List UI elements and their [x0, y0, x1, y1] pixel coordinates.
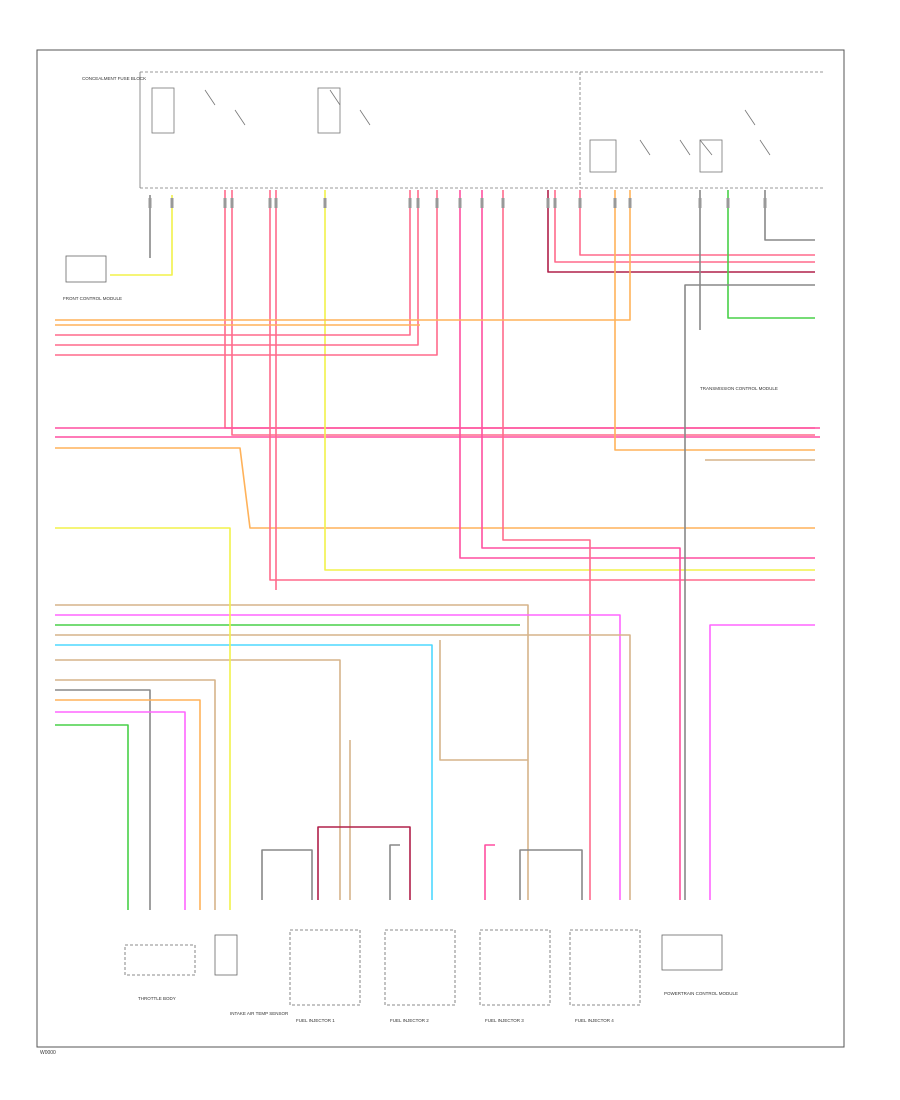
injector-1-box	[289, 929, 361, 1006]
connector-pin-18	[628, 198, 632, 208]
injector-2-box	[384, 929, 456, 1006]
footer-code: W0000	[40, 1050, 56, 1056]
connector-pin-1	[148, 198, 152, 208]
wire-16	[547, 190, 815, 273]
wire-14	[481, 190, 681, 900]
component-labels: CONCEALMENT FUSE BLOCK FRONT CONTROL MOD…	[63, 76, 778, 1023]
label-front-control-module: FRONT CONTROL MODULE	[63, 296, 122, 301]
connector-pin-15	[553, 198, 557, 208]
wire-44	[709, 624, 815, 900]
injector-3-box	[479, 929, 551, 1006]
connector-pins	[148, 198, 767, 208]
connector-pin-16	[578, 198, 582, 208]
front-control-module-box	[65, 255, 107, 283]
connector-pin-11	[458, 198, 462, 208]
connector-pin-8	[408, 198, 412, 208]
wire-36	[55, 527, 231, 910]
label-fuel-injector-3: FUEL INJECTOR 3	[485, 1018, 524, 1023]
connector-pin-12	[480, 198, 484, 208]
connector-pin-10	[435, 198, 439, 208]
wire-11	[55, 190, 438, 356]
wire-45	[684, 284, 815, 900]
connector-pin-13	[501, 198, 505, 208]
connector-pin-9	[416, 198, 420, 208]
wire-21	[727, 190, 815, 319]
connector-pin-17	[613, 198, 617, 208]
wire-13	[459, 190, 815, 559]
connector-pin-14	[546, 198, 550, 208]
wire-26	[55, 614, 621, 900]
wire-10	[55, 190, 419, 346]
label-intake-air-temp-sensor: INTAKE AIR TEMP SENSOR	[230, 1011, 289, 1016]
wire-43	[519, 849, 583, 900]
wire-8	[324, 190, 815, 571]
label-concealment-fuse-block: CONCEALMENT FUSE BLOCK	[82, 76, 146, 81]
wire-34	[55, 711, 186, 910]
connector-pin-5	[268, 198, 272, 208]
bottom-components	[124, 929, 723, 1006]
wire-41	[389, 844, 400, 900]
connector-pin-19	[698, 198, 702, 208]
wire-28	[55, 634, 631, 900]
throttle-body-box	[124, 944, 196, 976]
label-powertrain-control-module: POWERTRAIN CONTROL MODULE	[664, 991, 738, 996]
wires	[55, 190, 820, 910]
label-fuel-injector-2: FUEL INJECTOR 2	[390, 1018, 429, 1023]
wire-29	[55, 644, 433, 900]
label-fuel-injector-1: FUEL INJECTOR 1	[296, 1018, 335, 1023]
wire-6	[269, 190, 815, 581]
diagram-frame	[36, 49, 845, 1048]
injector-4-box	[569, 929, 641, 1006]
wire-17	[554, 190, 815, 263]
label-transmission-control-module: TRANSMISSION CONTROL MODULE	[700, 386, 778, 391]
connector-pin-7	[323, 198, 327, 208]
wire-18	[579, 190, 815, 256]
connector-pin-6	[274, 198, 278, 208]
label-throttle-body: THROTTLE BODY	[138, 996, 176, 1001]
relay-symbols	[151, 87, 771, 173]
connector-pin-2	[170, 198, 174, 208]
wire-15	[502, 190, 591, 900]
connector-pin-3	[223, 198, 227, 208]
wire-42	[484, 844, 495, 900]
wire-5	[55, 447, 815, 529]
wire-25	[55, 604, 529, 900]
intake-air-temp-box	[214, 934, 238, 976]
wire-20	[55, 190, 631, 321]
wire-1	[224, 190, 815, 429]
wire-35	[55, 724, 129, 910]
wire-23	[110, 195, 173, 276]
wire-33	[55, 699, 201, 910]
connector-pin-4	[230, 198, 234, 208]
wire-9	[55, 190, 411, 336]
wire-31	[55, 679, 216, 910]
wire-30	[55, 659, 341, 900]
connector-pin-20	[726, 198, 730, 208]
wire-37	[439, 640, 528, 761]
wire-19	[614, 190, 815, 451]
wire-39	[317, 826, 411, 900]
pcm-box	[661, 934, 723, 971]
wire-2	[231, 190, 815, 436]
wire-40	[261, 849, 313, 900]
connector-pin-21	[763, 198, 767, 208]
wire-47	[764, 190, 815, 241]
wire-32	[55, 689, 151, 910]
label-fuel-injector-4: FUEL INJECTOR 4	[575, 1018, 614, 1023]
